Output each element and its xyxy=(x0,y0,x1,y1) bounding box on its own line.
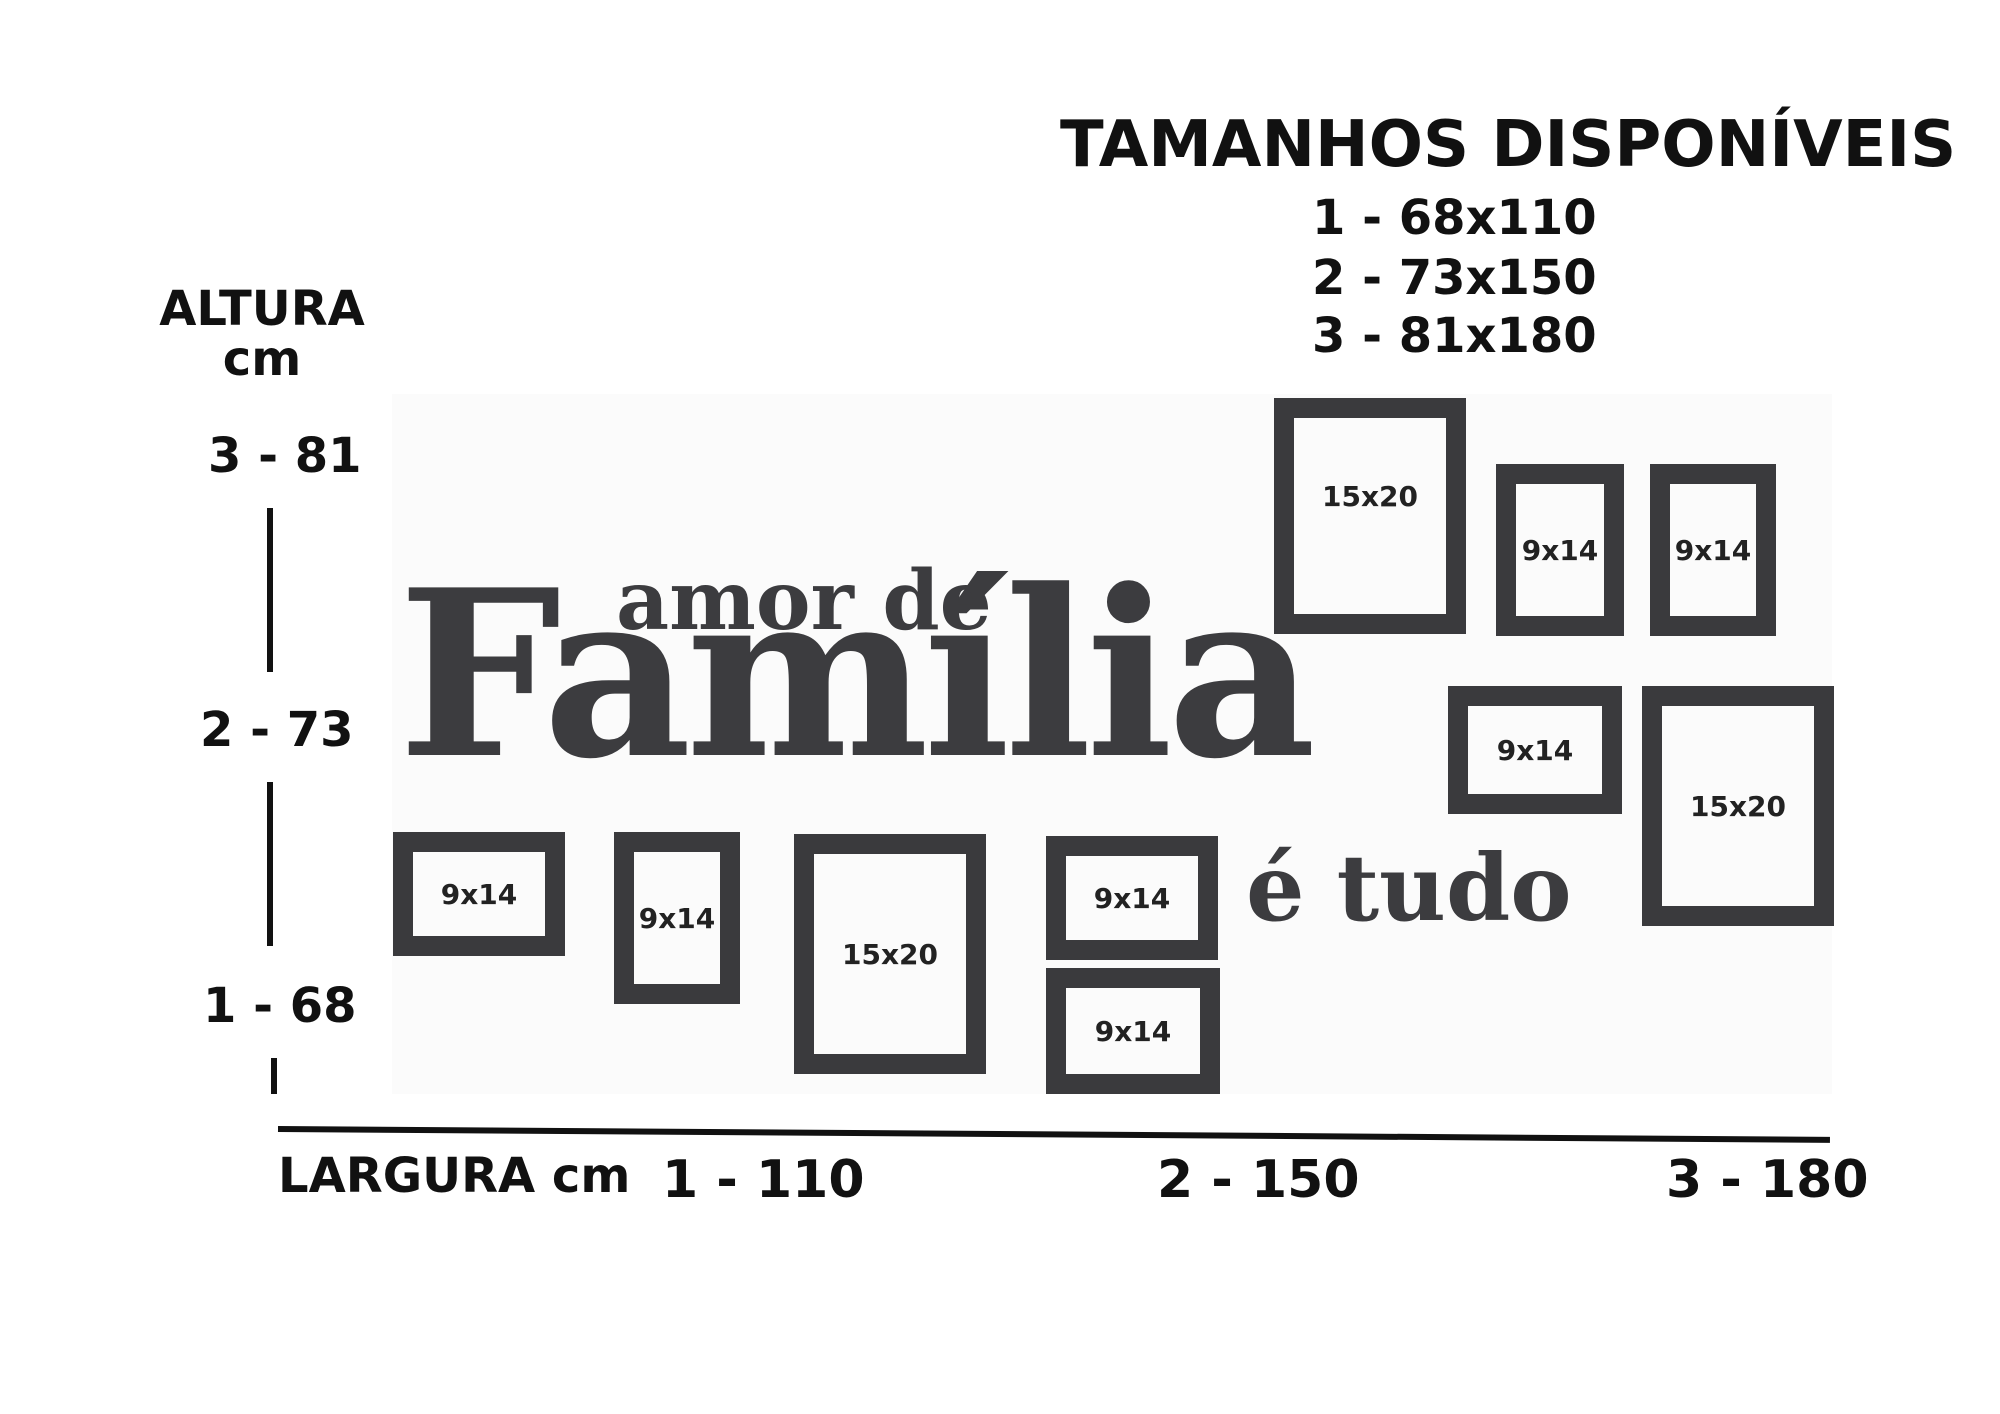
height-tick-1: 1 - 68 xyxy=(203,978,357,1034)
size-option-1: 1 - 68x110 xyxy=(1312,190,1597,246)
frame-size-label: 9x14 xyxy=(440,877,518,911)
height-tick-3: 3 - 81 xyxy=(208,428,362,484)
photo-frame: 9x14 xyxy=(393,832,565,956)
size-option-2: 2 - 73x150 xyxy=(1312,250,1597,306)
height-axis-label: ALTURA cm xyxy=(152,284,372,384)
width-tick-3: 3 - 180 xyxy=(1666,1150,1869,1210)
frame-size-label: 9x14 xyxy=(1674,533,1752,567)
frame-size-label: 9x14 xyxy=(1521,533,1599,567)
photo-frame: 9x14 xyxy=(1650,464,1776,636)
height-axis-label-line2: cm xyxy=(222,331,302,387)
width-axis-line xyxy=(277,1126,1830,1143)
frame-size-label: 9x14 xyxy=(1496,733,1574,767)
photo-frame: 9x14 xyxy=(1046,968,1220,1094)
photo-frame: 9x14 xyxy=(614,832,740,1004)
size-option-3: 3 - 81x180 xyxy=(1312,308,1597,364)
frame-size-label: 9x14 xyxy=(638,901,716,935)
phrase-amor-de: amor de xyxy=(616,553,992,649)
photo-frame: 15x20 xyxy=(1274,398,1466,634)
height-axis-segment xyxy=(267,508,273,672)
frame-size-label: 15x20 xyxy=(1690,789,1786,823)
frame-size-label: 9x14 xyxy=(1093,881,1171,915)
photo-frame: 9x14 xyxy=(1448,686,1622,814)
sizes-title: TAMANHOS DISPONÍVEIS xyxy=(1060,108,1957,182)
photo-frame: 9x14 xyxy=(1046,836,1218,960)
width-axis-label: LARGURA cm xyxy=(278,1148,631,1204)
photo-frame: 15x20 xyxy=(1642,686,1834,926)
width-tick-2: 2 - 150 xyxy=(1157,1150,1360,1210)
height-axis-segment xyxy=(267,782,273,946)
photo-frame: 9x14 xyxy=(1496,464,1624,636)
phrase-e-tudo: é tudo xyxy=(1246,834,1572,942)
width-tick-1: 1 - 110 xyxy=(662,1150,865,1210)
height-tick-2: 2 - 73 xyxy=(200,702,354,758)
height-axis-label-line1: ALTURA xyxy=(159,281,365,337)
frame-size-label: 15x20 xyxy=(842,937,938,971)
frame-size-label: 9x14 xyxy=(1094,1014,1172,1048)
height-axis-segment xyxy=(271,1058,277,1094)
frame-size-label: 15x20 xyxy=(1322,479,1418,513)
photo-frame: 15x20 xyxy=(794,834,986,1074)
phrase-familia: Família xyxy=(398,540,1316,810)
